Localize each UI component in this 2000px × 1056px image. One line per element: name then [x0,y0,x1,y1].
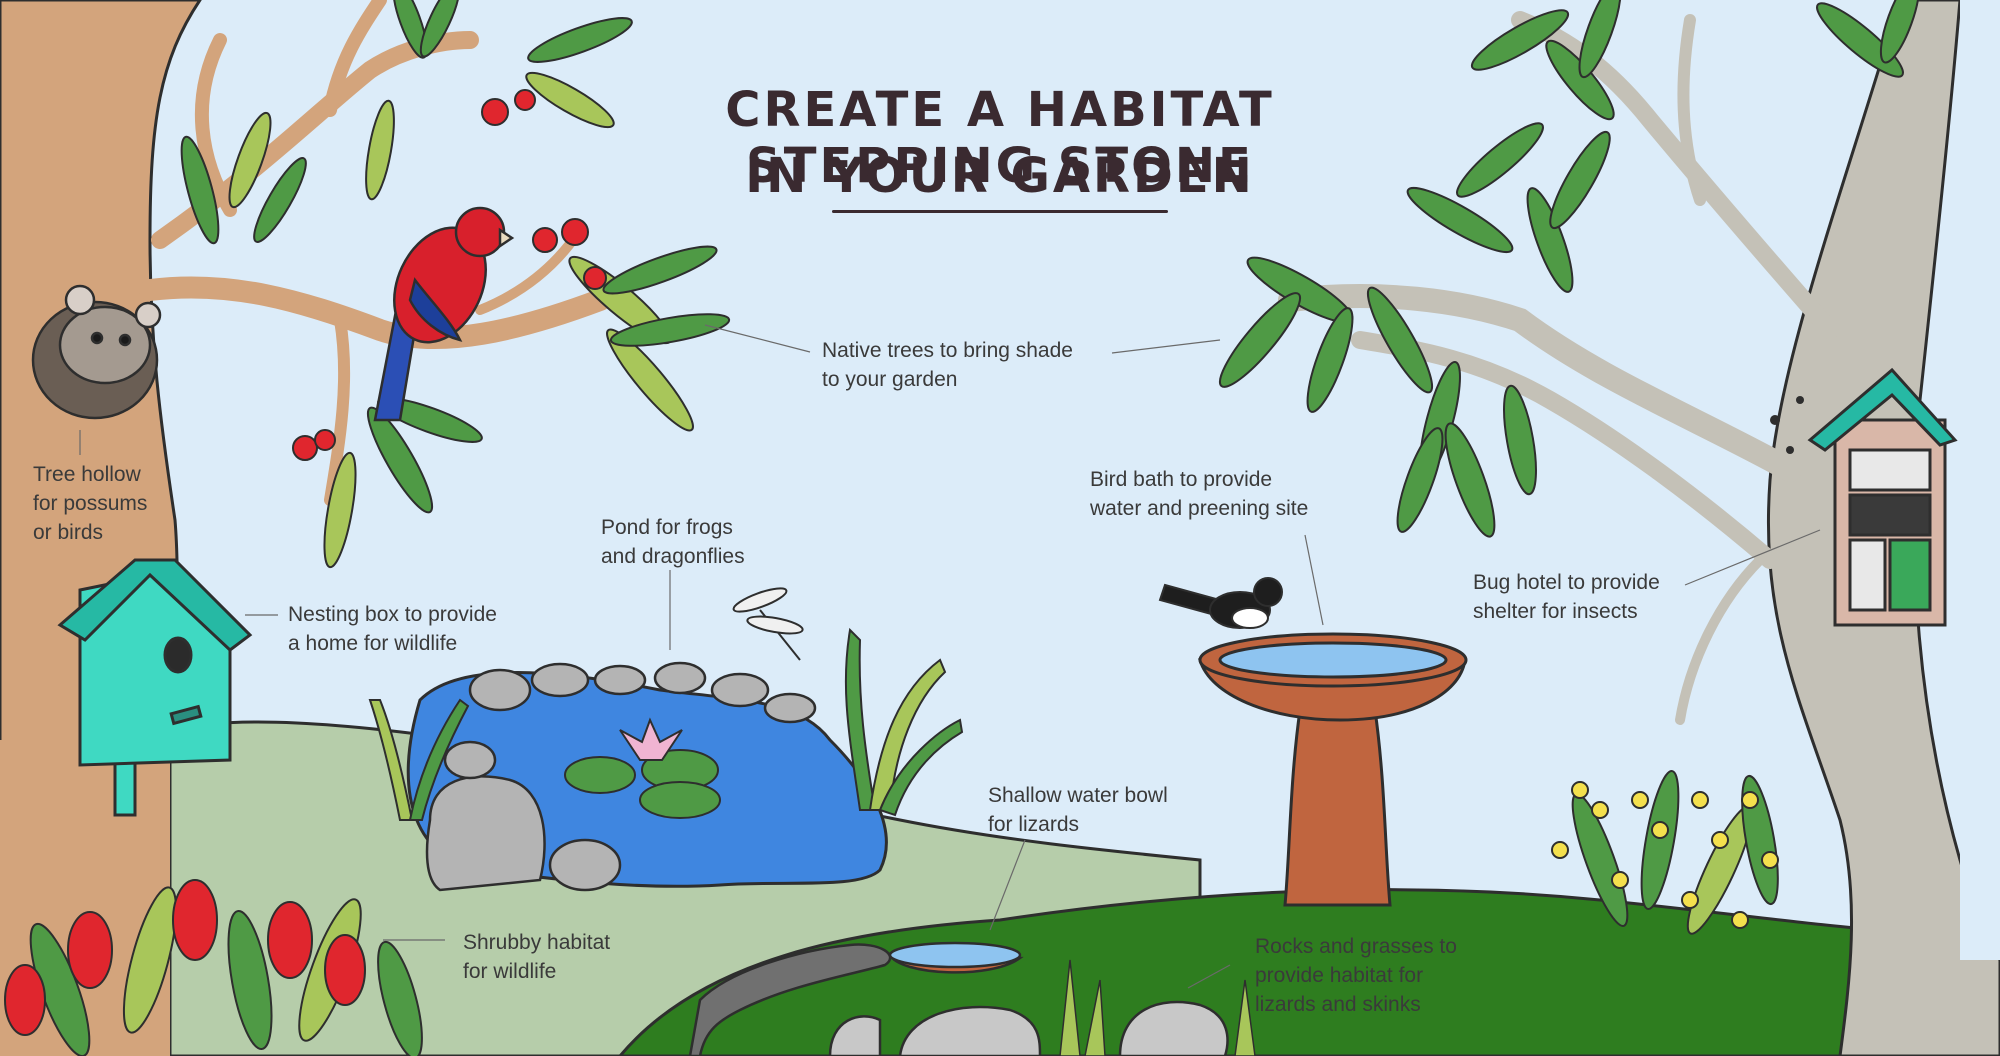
lizard [688,943,892,1056]
label-water-bowl: Shallow water bowl for lizards [988,784,1168,836]
page-title-line-1: CREATE A HABITAT STEPPING STONE [725,82,1275,194]
pond-rocks [425,661,817,892]
title-underline [832,210,1168,213]
grasses [1059,959,1256,1056]
possum [31,284,162,420]
leader-water-bowl [989,839,1026,931]
water-bowl [887,941,1024,974]
label-bird-bath: Bird bath to provide water and preening … [1090,468,1309,520]
leader-rocks [1187,964,1231,989]
left-tree-branch [323,0,387,117]
leader-bird-bath [1304,534,1324,626]
left-tree-branch [324,314,351,506]
nesting-box [57,558,253,817]
leader-native-trees-right [1111,339,1221,354]
wagtail-bird [1158,577,1283,629]
rosella-bird [373,206,515,422]
leader-bug-hotel [1684,529,1821,586]
label-native-trees: Native trees to bring shade to your gard… [822,339,1073,391]
right-trunk-edge [1960,0,2000,960]
bug-hotel [1807,367,1958,627]
label-shrubby: Shrubby habitat for wildlife [463,931,611,983]
right-tree-leaves [1218,0,1921,538]
label-bug-hotel: Bug hotel to provide shelter for insects [1473,571,1660,623]
shrubs [4,879,423,1056]
left-tree-branch [139,276,611,349]
label-tree-hollow: Tree hollow for possums or birds [33,463,148,544]
pond-reeds [368,627,964,821]
bird-bath [1198,632,1468,907]
wattle-shrub [1551,770,1779,935]
label-rocks: Rocks and grasses to provide habitat for… [1255,935,1457,1016]
bottom-rocks [828,1000,1229,1056]
label-pond: Pond for frogs and dragonflies [601,516,745,568]
page-title-line-2: IN YOUR GARDEN [745,148,1255,204]
left-tree-branch [194,33,237,217]
pond [406,661,888,892]
left-tree-leaves [180,0,731,569]
bees [1770,396,1804,454]
label-nesting-box: Nesting box to provide a home for wildli… [288,603,497,655]
leader-native-trees-left [704,324,811,353]
dragonfly [732,587,804,661]
gum-flowers [292,89,607,461]
